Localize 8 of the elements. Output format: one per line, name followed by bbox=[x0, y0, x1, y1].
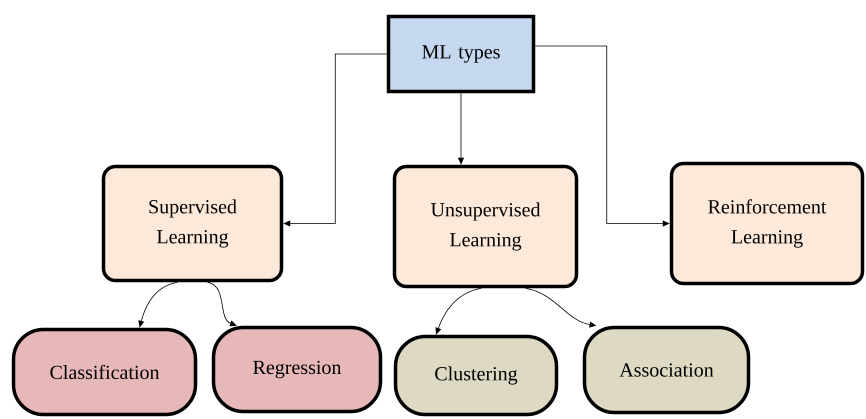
category-box: Unsupervised Learning bbox=[392, 164, 578, 288]
subtype-box: Clustering bbox=[394, 334, 558, 416]
subtype-box: Association bbox=[582, 326, 750, 414]
category-box: ML types bbox=[386, 14, 536, 94]
subtype-box: Classification bbox=[12, 328, 198, 416]
category-box: Reinforcement Learning bbox=[670, 162, 864, 286]
category-box: Supervised Learning bbox=[102, 164, 284, 282]
subtype-box: Regression bbox=[212, 326, 382, 414]
